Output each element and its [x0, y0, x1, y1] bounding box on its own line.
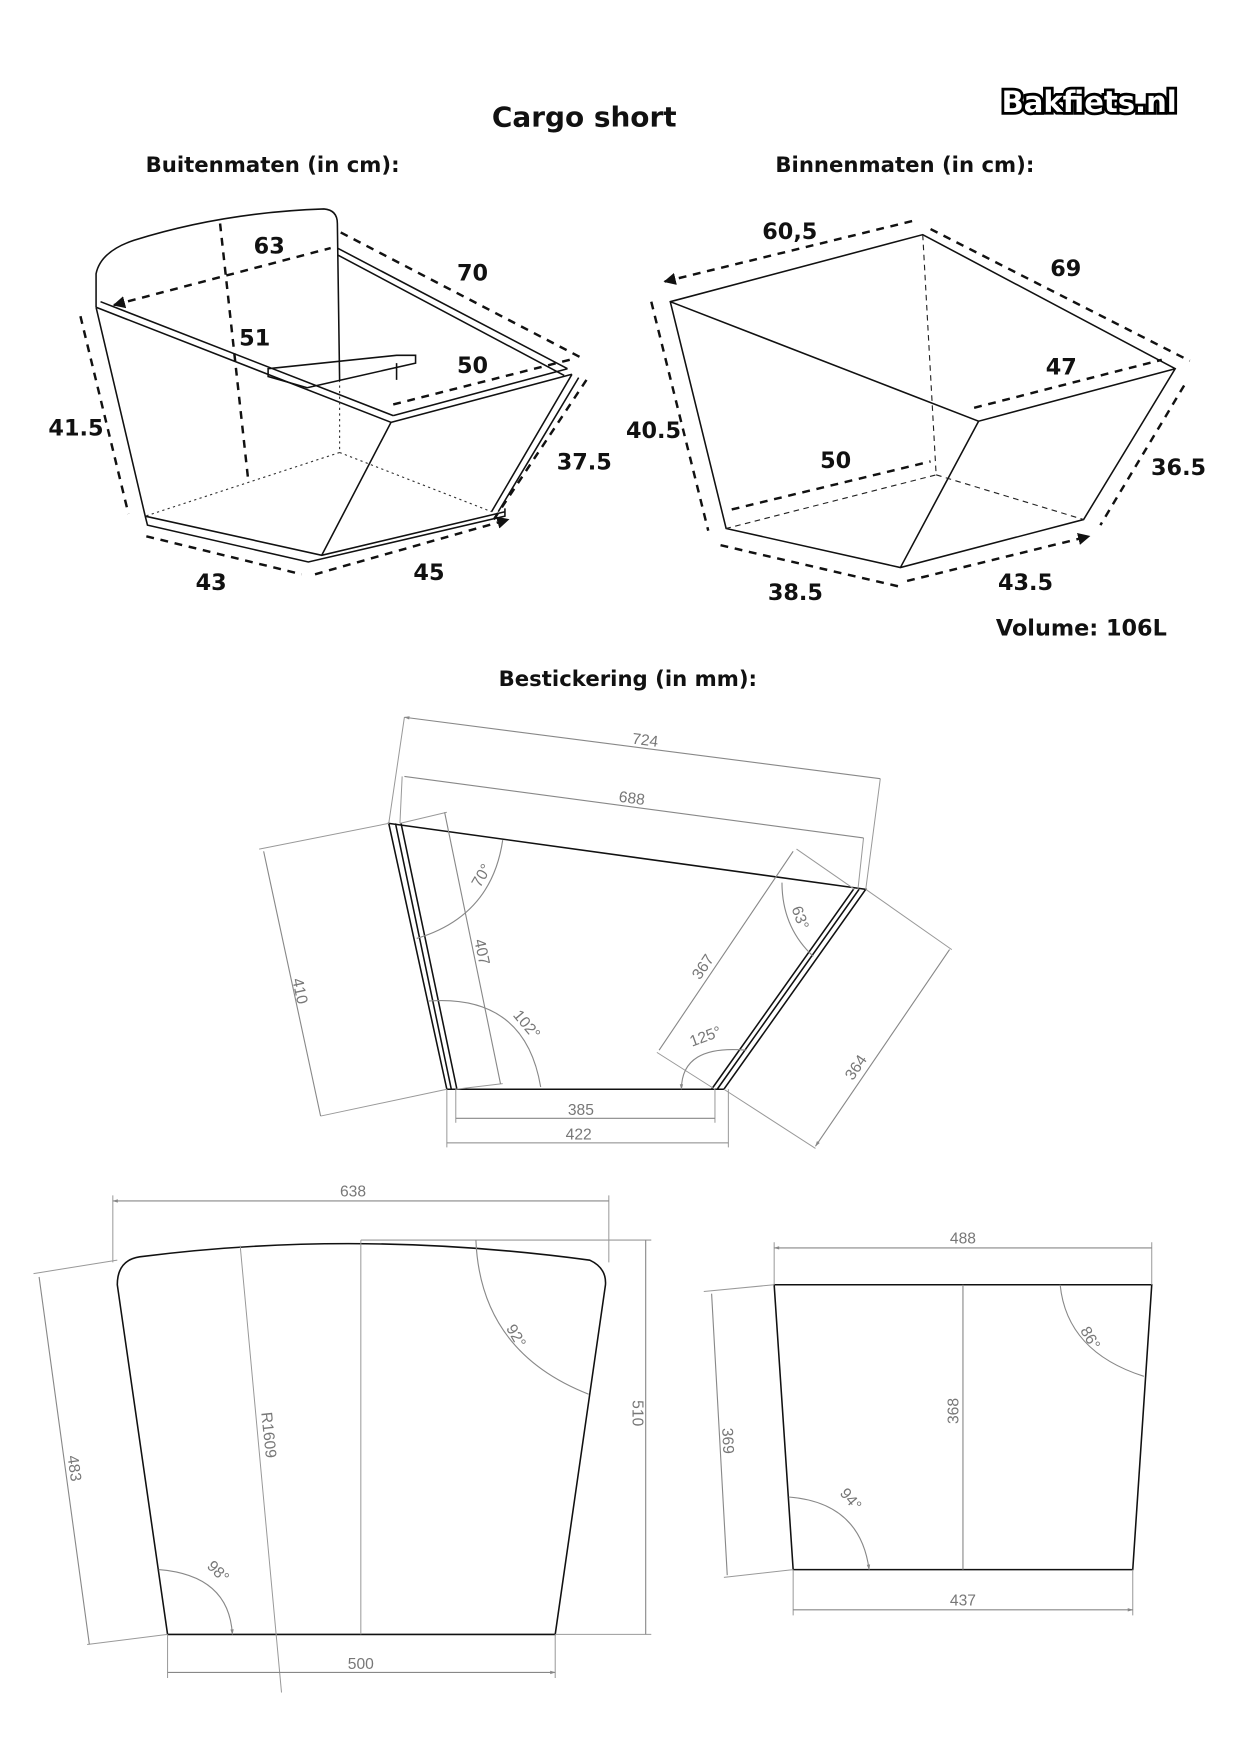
volume-label: Volume: 106L — [996, 616, 1167, 642]
front-dim-369: 369 — [718, 1427, 736, 1454]
inner-dim-60-5: 60,5 — [762, 219, 817, 245]
inner-dim-43-5: 43.5 — [998, 570, 1053, 596]
side-dim-724: 724 — [631, 731, 659, 751]
outer-dim-41-5: 41.5 — [48, 416, 103, 442]
front-dim-368: 368 — [945, 1398, 962, 1424]
back-dim-510: 510 — [628, 1400, 645, 1426]
inner-dim-40-5: 40.5 — [626, 418, 681, 444]
side-angle-102: 102° — [509, 1007, 543, 1043]
bakfiets-logo: Bakfiets.nl — [999, 82, 1180, 122]
outer-dim-43: 43 — [196, 570, 227, 596]
front-dim-437: 437 — [950, 1592, 976, 1609]
side-angle-125: 125° — [687, 1023, 723, 1050]
back-radius-1609: R1609 — [257, 1411, 279, 1459]
inner-dim-36-5: 36.5 — [1151, 455, 1206, 481]
side-sticker-drawing: 724 688 410 407 385 422 367 364 70° 102°… — [259, 717, 953, 1148]
side-dim-364: 364 — [842, 1052, 871, 1083]
side-dim-422: 422 — [566, 1127, 592, 1144]
outer-dim-45: 45 — [413, 560, 444, 586]
outer-box-drawing: 63 70 51 50 41.5 37.5 43 45 — [48, 208, 612, 596]
logo-text: Bakfiets.nl — [1002, 85, 1177, 119]
front-sticker-drawing: 488 368 369 437 86° 94° — [703, 1230, 1153, 1615]
back-sticker-drawing: 638 510 483 R1609 500 92° 98° — [33, 1183, 652, 1693]
side-angle-70: 70° — [469, 861, 496, 890]
outer-heading: Buitenmaten (in cm): — [146, 153, 400, 178]
back-angle-98: 98° — [203, 1558, 232, 1587]
sticker-heading: Bestickering (in mm): — [499, 667, 757, 692]
back-dim-638: 638 — [340, 1183, 366, 1200]
side-dim-367: 367 — [689, 952, 718, 983]
side-dim-407: 407 — [470, 938, 492, 967]
page-title: Cargo short — [492, 100, 677, 133]
inner-dim-50: 50 — [820, 448, 851, 474]
front-dim-488: 488 — [950, 1230, 976, 1247]
side-dim-688: 688 — [618, 789, 646, 809]
inner-dim-47: 47 — [1046, 354, 1077, 380]
inner-heading: Binnenmaten (in cm): — [775, 153, 1034, 178]
back-dim-500: 500 — [348, 1656, 374, 1673]
back-angle-92: 92° — [502, 1322, 529, 1351]
outer-dim-51: 51 — [239, 325, 270, 351]
side-dim-385: 385 — [568, 1102, 594, 1119]
inner-dim-38-5: 38.5 — [768, 580, 823, 606]
inner-dim-69: 69 — [1050, 256, 1081, 282]
outer-dim-63: 63 — [254, 234, 285, 260]
outer-dim-50: 50 — [457, 353, 488, 379]
back-dim-483: 483 — [63, 1454, 83, 1482]
inner-box-drawing: 60,5 69 47 50 40.5 36.5 38.5 43.5 Volume… — [626, 218, 1206, 642]
outer-dim-70: 70 — [457, 260, 488, 286]
side-dim-410: 410 — [288, 977, 310, 1006]
front-angle-94: 94° — [836, 1485, 864, 1514]
front-angle-86: 86° — [1076, 1324, 1103, 1353]
outer-dim-37-5: 37.5 — [557, 449, 612, 475]
